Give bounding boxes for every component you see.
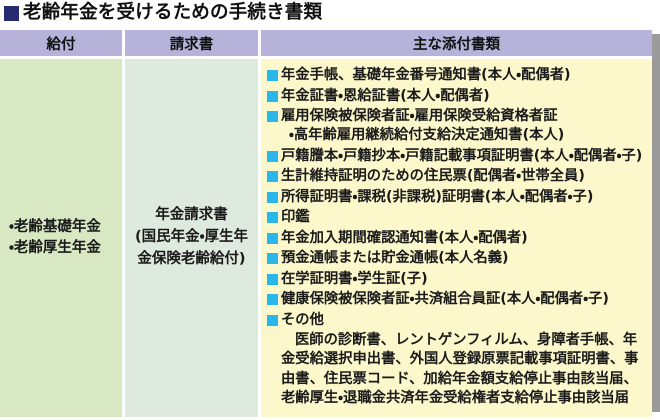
- square-bullet-icon: [267, 111, 278, 122]
- square-bullet-icon: [267, 150, 278, 162]
- list-item-text: 健康保険被保険者証・共済組合員証(本人・配偶者・子): [281, 291, 609, 307]
- table-body-row: ・老齢基礎年金 ・老齢厚生年金 年金請求書 (国民年金・厚生年 金保険老齢給付)…: [0, 59, 652, 417]
- list-item: 年金証書・恩給証書(本人・配偶者): [267, 87, 646, 106]
- column-header-form: 請求書: [125, 30, 261, 56]
- list-item: 雇用保険被保険者証・雇用保険受給資格者証 ・高年齢雇用継続給付支給決定通知書(本…: [267, 107, 646, 145]
- benefit-line: ・老齢基礎年金: [9, 218, 101, 235]
- page-title-text: 老齢年金を受けるための手続き書類: [23, 2, 323, 23]
- benefit-line: ・老齢厚生年金: [9, 239, 101, 256]
- claim-form-line: 金保険老齢給付): [137, 250, 246, 267]
- list-item: 印鑑: [267, 208, 646, 227]
- column-header-documents: 主な添付書類: [261, 30, 652, 56]
- square-bullet-icon: [267, 294, 278, 305]
- list-item-text: 年金証書・恩給証書(本人・配偶者): [281, 87, 490, 104]
- square-bullet-icon: [267, 70, 278, 81]
- square-bullet-icon: [267, 314, 278, 326]
- list-item-text: 戸籍謄本・戸籍抄本・戸籍記載事項証明書(本人・配偶者・子): [281, 147, 643, 164]
- filled-square-marker-icon: [4, 5, 19, 21]
- table-header-row: 給付 請求書 主な添付書類: [0, 30, 652, 56]
- list-item: 生計維持証明のための住民票(配偶者・世帯全員): [267, 167, 646, 186]
- column-header-benefit: 給付: [0, 30, 125, 56]
- list-item-text: 雇用保険被保険者証・雇用保険受給資格者証 ・高年齢雇用継続給付支給決定通知書(本…: [281, 107, 646, 145]
- list-item-text: 年金手帳、基礎年金番号通知書(本人・配偶者): [281, 67, 571, 83]
- benefit-lines: ・老齢基礎年金 ・老齢厚生年金: [9, 217, 101, 259]
- claim-form-text: 年金請求書 (国民年金・厚生年 金保険老齢給付): [135, 205, 248, 270]
- square-bullet-icon: [267, 232, 278, 244]
- cell-claim-form: 年金請求書 (国民年金・厚生年 金保険老齢給付): [125, 59, 261, 417]
- square-bullet-icon: [267, 273, 278, 285]
- list-item: 所得証明書・課税(非課税)証明書(本人・配偶者・子): [267, 188, 646, 207]
- square-bullet-icon: [267, 191, 278, 203]
- list-item-text: 在学証明書・学生証(子): [281, 270, 428, 287]
- square-bullet-icon: [267, 212, 278, 223]
- cell-benefit: ・老齢基礎年金 ・老齢厚生年金: [0, 59, 125, 417]
- list-item-text: 生計維持証明のための住民票(配偶者・世帯全員): [281, 168, 585, 184]
- list-item: その他: [267, 311, 646, 330]
- list-item-main: 雇用保険被保険者証・雇用保険受給資格者証: [281, 108, 558, 124]
- list-item-text: その他: [281, 311, 324, 328]
- claim-form-line: 年金請求書: [155, 207, 228, 224]
- documents-table: 給付 請求書 主な添付書類 ・老齢基礎年金 ・老齢厚生年金 年金請求書 (国民年…: [0, 30, 652, 417]
- list-item: 年金手帳、基礎年金番号通知書(本人・配偶者): [267, 66, 646, 85]
- list-item-subline: ・高年齢雇用継続給付支給決定通知書(本人): [289, 127, 565, 143]
- claim-form-line: (国民年金・厚生年: [134, 229, 249, 245]
- list-item: 戸籍謄本・戸籍抄本・戸籍記載事項証明書(本人・配偶者・子): [267, 147, 646, 166]
- list-item: 預金通帳または貯金通帳(本人名義): [267, 249, 646, 268]
- square-bullet-icon: [267, 171, 278, 182]
- square-bullet-icon: [267, 253, 278, 264]
- square-bullet-icon: [267, 90, 278, 102]
- other-detail-paragraph: 医師の診断書、レントゲンフィルム、身障者手帳、年金受給選択申出書、外国人登録原票…: [281, 332, 639, 407]
- page-title: 老齢年金を受けるための手続き書類: [4, 2, 323, 23]
- list-item-text: 印鑑: [281, 209, 310, 225]
- list-item: 年金加入期間確認通知書(本人・配偶者): [267, 229, 646, 248]
- list-item-text: 年金加入期間確認通知書(本人・配偶者): [281, 229, 528, 246]
- cell-attached-documents: 年金手帳、基礎年金番号通知書(本人・配偶者) 年金証書・恩給証書(本人・配偶者)…: [261, 59, 652, 417]
- list-item-text: 所得証明書・課税(非課税)証明書(本人・配偶者・子): [281, 188, 594, 205]
- list-item: 健康保険被保険者証・共済組合員証(本人・配偶者・子): [267, 290, 646, 309]
- list-item-text: 預金通帳または貯金通帳(本人名義): [281, 250, 509, 266]
- list-item: 在学証明書・学生証(子): [267, 270, 646, 289]
